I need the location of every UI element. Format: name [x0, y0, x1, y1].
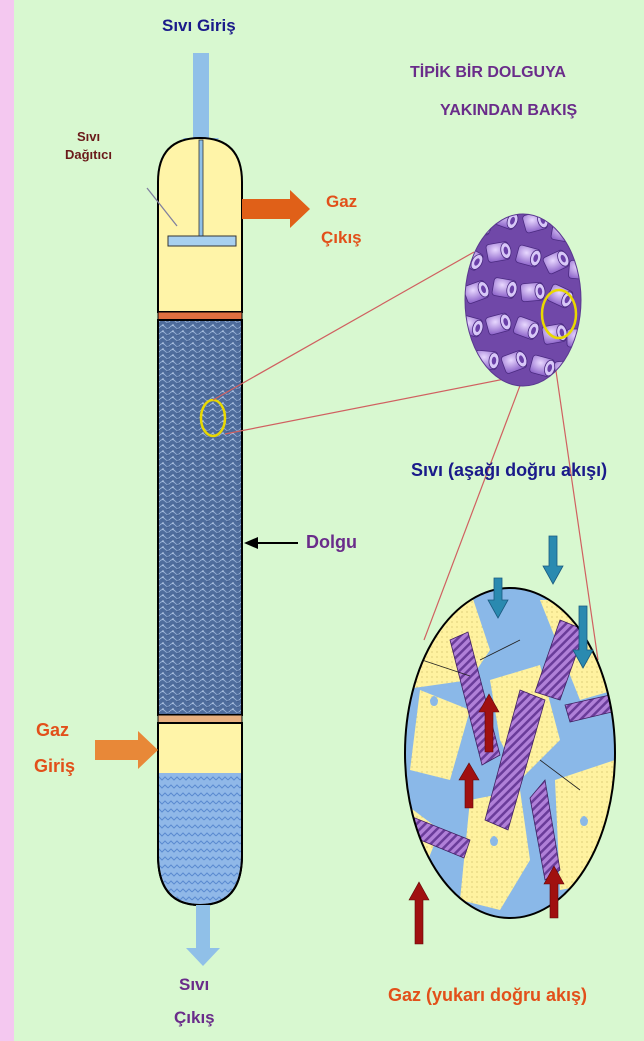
- liquid-flow-suffix: (aşağı doğru akışı): [448, 460, 607, 480]
- gas-outlet-label-line1: Gaz: [326, 192, 357, 212]
- liquid-outlet-arrow: [186, 905, 220, 966]
- closeup-title-line2: YAKINDAN BAKIŞ: [440, 102, 577, 120]
- liquid-flow-label: Sıvı (aşağı doğru akışı): [411, 460, 607, 481]
- packing-ring: [486, 241, 513, 263]
- packing-pointer-arrow: [244, 537, 298, 549]
- gas-outlet-arrow: [242, 190, 310, 228]
- packing-label: Dolgu: [306, 532, 357, 553]
- packing-ring: [568, 260, 593, 280]
- gas-outlet-label-line2: Çıkış: [321, 228, 362, 248]
- liquid-outlet-label-line2: Çıkış: [174, 1008, 215, 1028]
- liquid-flow-prefix: Sıvı: [411, 460, 443, 480]
- gas-flow-label: Gaz (yukarı doğru akış): [388, 985, 587, 1006]
- column-vessel: [158, 138, 242, 905]
- gas-inlet-arrow: [95, 731, 158, 769]
- gas-inlet-label-line2: Giriş: [34, 756, 75, 777]
- gas-inlet-label-line1: Gaz: [36, 720, 69, 741]
- packing-ring: [492, 277, 519, 299]
- packing-ring: [520, 282, 545, 302]
- liquid-outlet-label-line1: Sıvı: [179, 975, 209, 995]
- packing-closeup-circle: [456, 206, 594, 386]
- liquid-inlet-label: Sıvı Giriş: [162, 16, 236, 36]
- liquid-distributor-label-line1: Sıvı: [77, 129, 100, 144]
- liquid-distributor-label-line2: Dağıtıcı: [65, 147, 112, 162]
- packing-ring: [554, 360, 579, 380]
- closeup-title-line1: TİPİK BİR DOLGUYA: [410, 64, 566, 82]
